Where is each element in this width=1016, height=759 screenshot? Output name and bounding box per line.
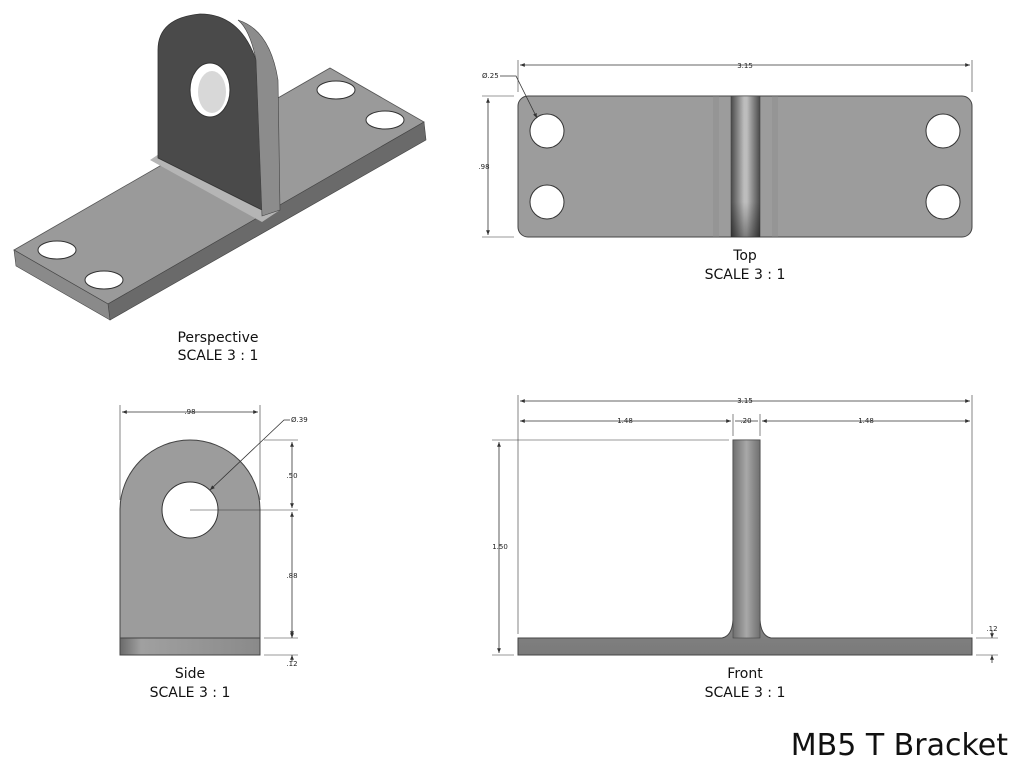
side-web [119,439,261,639]
top-view: 3.15 .98 Ø.25 [478,60,973,238]
side-scale: SCALE 3 : 1 [150,685,231,701]
side-top-dim: .50 [286,472,297,480]
front-length-dim: 3.15 [737,397,753,405]
front-label: Front [727,666,763,682]
top-holes [529,113,961,220]
perspective-base-left-edge [13,249,111,321]
top-scale: SCALE 3 : 1 [705,267,786,283]
front-height-dim: 1.50 [492,543,508,551]
perspective-view [13,13,427,321]
top-width-dim: .98 [478,163,489,171]
side-view: .98 Ø.39 .50 .88 .12 [119,405,308,668]
side-label: Side [175,666,205,682]
perspective-label: Perspective [177,330,258,346]
front-view: 3.15 1.48 .20 1.48 1.50 .12 [492,395,998,663]
front-web [732,439,761,639]
front-web-dim: .20 [740,417,751,425]
front-scale: SCALE 3 : 1 [705,685,786,701]
top-label: Top [732,248,757,264]
top-hole-dim: Ø.25 [482,72,499,80]
drawing-title: MB5 T Bracket [791,728,1009,759]
perspective-scale: SCALE 3 : 1 [178,348,259,364]
perspective-web-side [237,19,281,217]
front-base-dim: .12 [986,625,997,633]
front-left-dim: 1.48 [617,417,633,425]
side-base-dim: .12 [286,660,297,668]
top-length-dim: 3.15 [737,62,753,70]
side-width-dim: .98 [184,408,195,416]
front-right-dim: 1.48 [858,417,874,425]
side-base [119,637,261,656]
perspective-base-holes [37,80,405,290]
side-hole-dim: Ø.39 [291,416,308,424]
side-mid-dim: .88 [286,572,297,580]
